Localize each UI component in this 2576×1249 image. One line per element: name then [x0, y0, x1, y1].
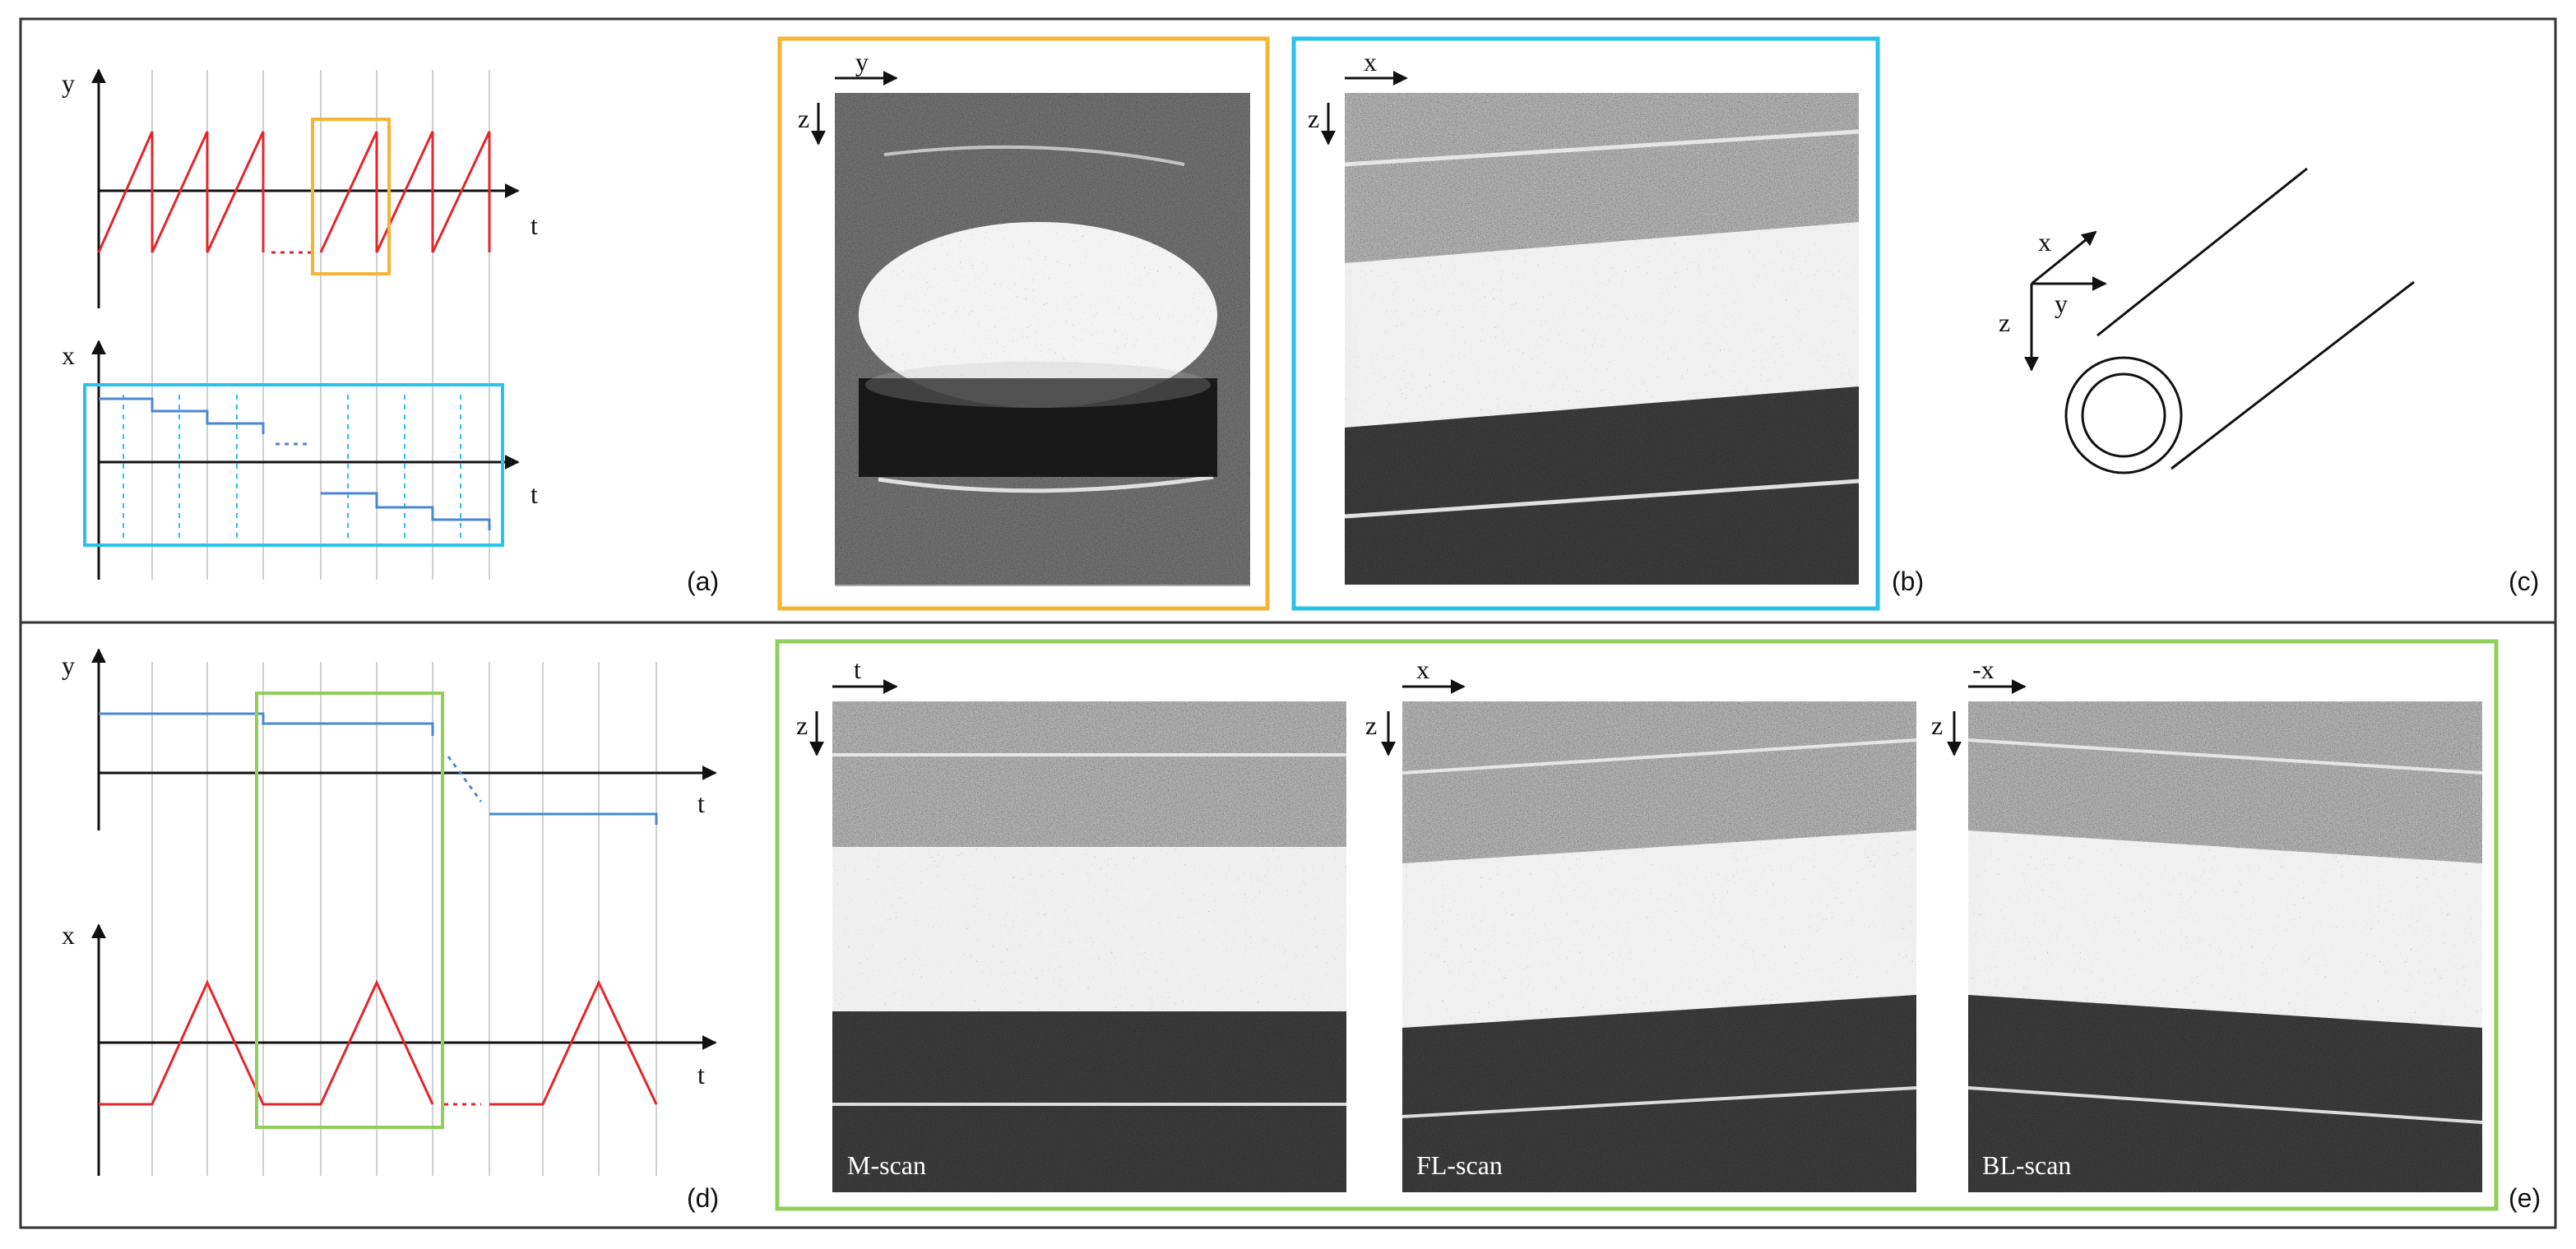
panel-e-label: (e): [2509, 1183, 2541, 1213]
panel-e-blscan-image: [1967, 701, 2483, 1192]
panel-a-cyan-highlight: [83, 383, 504, 547]
panel-e-mscan-image: [832, 701, 1346, 1192]
panel-c-x-arrow: [2031, 230, 2097, 285]
panel-b-orange-frame: [777, 36, 1270, 611]
panel-e-blscan-caption: BL-scan: [1982, 1150, 2071, 1180]
panel-a-staircase-left: [99, 397, 265, 434]
panel-a-bottom-t-label: t: [530, 479, 538, 509]
panel-b: y z x z (b): [777, 36, 1924, 611]
panel-d-staircase-right: [489, 812, 658, 825]
panel-d-top-t-label: t: [697, 789, 705, 818]
panel-d-triangle-wave-left: [99, 979, 434, 1106]
panel-a-staircase-right: [321, 492, 491, 530]
panel-e-mscan-h-label: t: [854, 655, 861, 684]
panel-d-bottom-t-label: t: [697, 1060, 705, 1089]
panel-e-flscan-h-label: x: [1416, 655, 1429, 684]
panel-d: y t x t (d): [62, 648, 719, 1213]
tube-3d-icon: [2064, 167, 2415, 474]
panel-b-left-h-label: y: [855, 47, 869, 76]
panel-e-flscan-caption: FL-scan: [1416, 1150, 1503, 1180]
panel-a-x-label: x: [62, 340, 75, 370]
panel-a-label: (a): [687, 567, 719, 596]
panel-d-triangle-wave-right: [489, 979, 658, 1106]
panel-c: x y z (c): [1999, 167, 2539, 596]
panel-d-staircase: [99, 712, 434, 736]
panel-b-label: (b): [1892, 567, 1924, 596]
panel-b-right-v-label: z: [1308, 104, 1319, 133]
panel-c-z-label: z: [1999, 308, 2010, 337]
panel-b-right-oct-image: [1344, 93, 1860, 585]
panel-a-sawtooth-left: [97, 131, 265, 253]
panel-e-flscan-image: [1402, 701, 1917, 1192]
panel-d-y-label: y: [62, 650, 75, 680]
panel-d-label: (d): [687, 1183, 719, 1213]
panel-e-flscan-v-label: z: [1365, 710, 1377, 740]
panel-a-top-t-label: t: [530, 210, 538, 240]
panel-b-left-oct-image: [835, 93, 1250, 586]
panel-e: t z M-scan x z FL-scan -x z BL-scan (e): [775, 639, 2541, 1213]
panel-a-orange-highlight: [311, 118, 391, 275]
panel-c-y-label: y: [2055, 289, 2068, 318]
panel-b-cyan-frame: [1291, 36, 1880, 611]
panel-c-label: (c): [2509, 567, 2539, 596]
panel-e-mscan-v-label: z: [796, 710, 808, 740]
panel-d-green-highlight: [255, 692, 444, 1129]
panel-e-mscan-caption: M-scan: [847, 1150, 926, 1180]
panel-a-gridlines: [151, 70, 490, 580]
panel-e-blscan-v-label: z: [1931, 710, 1943, 740]
panel-b-right-h-label: x: [1364, 47, 1377, 76]
panel-a: y t x t (a): [62, 68, 719, 596]
panel-d-gridlines: [151, 662, 657, 1176]
panel-a-dashed-lines: [123, 395, 461, 543]
panel-a-sawtooth-right: [319, 131, 491, 253]
panel-c-x-label: x: [2038, 227, 2051, 257]
panel-a-y-label: y: [62, 68, 75, 98]
panel-e-blscan-h-label: -x: [1972, 655, 1995, 684]
panel-d-x-label: x: [62, 920, 75, 950]
panel-e-green-frame: [775, 639, 2499, 1211]
panel-b-left-v-label: z: [798, 104, 809, 133]
panel-d-staircase-gap: [447, 756, 483, 803]
